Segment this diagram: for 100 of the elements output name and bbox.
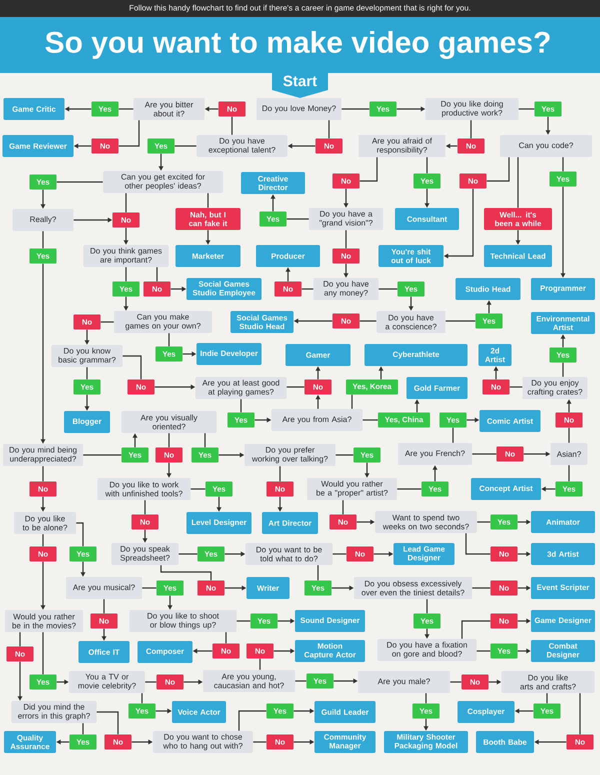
connector-line (286, 386, 304, 388)
connector-line (579, 693, 581, 734)
connector-line (174, 145, 196, 147)
node-label: Start (283, 76, 317, 86)
connector-line (336, 454, 354, 456)
question-box: Do you have exceptional talent? (196, 135, 288, 157)
question-box: Are you musical? (66, 577, 142, 599)
question-box: Do you mind being underappreciated? (3, 444, 83, 466)
connector-line (125, 193, 127, 212)
connector-line (562, 362, 564, 377)
connector-line (452, 428, 454, 443)
connector-line (286, 218, 309, 220)
connector-line (568, 428, 570, 443)
connector-line (240, 399, 242, 412)
connector-line (259, 658, 261, 670)
connector-line (238, 710, 266, 731)
question-box: Do you like arts and crafts? (502, 671, 594, 693)
connector-line (360, 157, 378, 182)
connector-line (160, 565, 212, 580)
question-box: Do you love Money? (256, 98, 342, 120)
question-box: Are you visually oriented? (122, 411, 216, 433)
connector-line (465, 533, 490, 555)
connector-line (19, 632, 21, 646)
connector-line (42, 231, 44, 248)
connector-line (122, 355, 142, 380)
connector-line (486, 157, 510, 182)
connector-line (156, 267, 158, 282)
connector-line (118, 108, 134, 110)
connector-line (397, 488, 422, 490)
connector-line (450, 681, 462, 683)
question-box: Do you want to chose who to hang out with? (153, 731, 253, 753)
connector-line (190, 488, 206, 490)
question-box: Want to spend two weeks on two seconds? (375, 511, 477, 533)
question-box: Would you rather be in the movies? (5, 610, 83, 632)
connector-line (86, 367, 88, 380)
question-box: Can you get excited for other peoples' ideas? (103, 171, 223, 193)
connector-line (204, 433, 206, 448)
connector-line (96, 711, 119, 734)
connector-line (546, 693, 548, 704)
connector-line (82, 723, 84, 734)
question-box: Are you afraid of responsibility? (358, 135, 446, 157)
connector-line (328, 120, 330, 138)
question-box: Did you mind the errors in this graph? (12, 701, 96, 723)
connector-line (426, 599, 428, 614)
start-tab: Start (272, 72, 328, 98)
connector-line (517, 157, 519, 208)
connector-line (279, 466, 281, 482)
question-box: Do you have a "grand vision"? (309, 208, 383, 230)
connector-line (378, 288, 398, 290)
connector-line (178, 553, 198, 555)
connector-line (342, 500, 344, 514)
connector-line (76, 522, 84, 546)
connector-line (207, 193, 209, 208)
connector-line (360, 320, 376, 322)
connector-line (168, 433, 170, 448)
connector-line (125, 267, 127, 282)
question-box: Do you think games are important? (84, 245, 168, 267)
connector-line (446, 320, 476, 322)
connector-line (295, 680, 306, 682)
question-box: Asian? (550, 443, 588, 465)
question-box: Do you prefer working over talking? (244, 444, 336, 466)
question-box: Do you like to work with unfinished tools? (98, 478, 190, 500)
connector-line (476, 650, 490, 652)
question-box: Are you young, caucasian and hot? (203, 670, 295, 692)
connector-line (510, 386, 522, 388)
connector-line (144, 500, 146, 514)
question-box: Would you rather be a "proper" artist? (307, 478, 397, 500)
connector-line (145, 681, 156, 683)
connector-line (472, 587, 490, 589)
connector-line (562, 157, 564, 172)
connector-line (83, 454, 122, 456)
question-box: Are you at least good at playing games? (196, 377, 286, 399)
connector-line (470, 120, 472, 138)
connector-line (461, 620, 490, 639)
connector-line (518, 108, 534, 110)
question-box: Do you like to be alone? (14, 512, 76, 534)
question-box: Do you obsess excessively over even the tiniest details? (354, 577, 472, 599)
connector-line (42, 632, 44, 674)
question-box: Do you like to shoot or blow things up? (130, 610, 236, 632)
connector-line (168, 333, 170, 346)
connector-line (236, 620, 250, 622)
connector-line (42, 466, 44, 482)
connector-line (472, 453, 496, 455)
connector-line (332, 553, 346, 555)
question-box: Can you code? (500, 135, 592, 157)
question-box: Do you enjoy crafting crates? (522, 377, 588, 399)
connector-line (56, 181, 103, 183)
question-box: Do you like doing productive work? (426, 98, 518, 120)
connector-line (42, 534, 44, 546)
connector-line (302, 288, 314, 290)
connector-line (317, 565, 319, 580)
question-box: Do you have any money? (314, 278, 378, 300)
connector-line (231, 116, 233, 135)
question-box: Are you French? (398, 443, 472, 465)
connector-line (568, 465, 570, 482)
connector-line (342, 108, 370, 110)
question-box: Do you speak Spreadsheet? (112, 543, 178, 565)
question-box: Do you have a fixation on gore and blood? (378, 639, 476, 661)
connector-line (253, 741, 266, 743)
connector-line (362, 419, 378, 421)
